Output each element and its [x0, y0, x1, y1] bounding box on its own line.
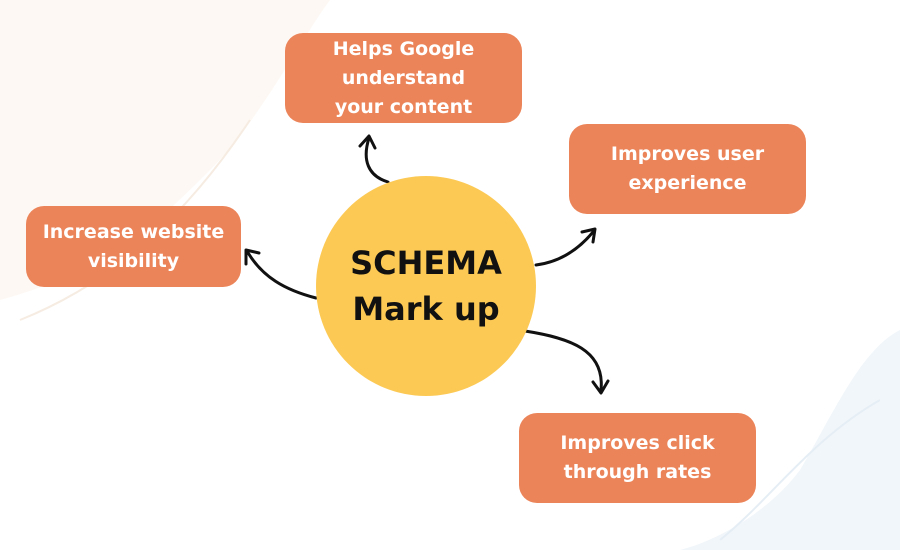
benefit-label: Helps Google understand your content — [332, 37, 475, 118]
benefit-box-website-visibility: Increase website visibility — [26, 206, 241, 287]
arrow-to-ux-head — [580, 227, 597, 244]
background-curve-right — [719, 399, 881, 541]
benefit-label: Improves click through rates — [560, 432, 715, 483]
benefit-box-google-understanding: Helps Google understand your content — [285, 33, 522, 123]
arrow-to-ctr — [523, 329, 603, 392]
benefit-box-click-through-rates: Improves click through rates — [519, 413, 756, 503]
arrow-to-visibility-head — [244, 248, 261, 266]
benefit-box-user-experience: Improves user experience — [569, 124, 806, 214]
arrow-to-visibility — [245, 249, 318, 300]
central-topic-circle: SCHEMA Mark up — [316, 176, 536, 396]
benefit-label: Increase website visibility — [42, 220, 225, 272]
arrow-to-google-head — [358, 134, 377, 150]
arrow-to-google — [364, 136, 390, 184]
arrow-to-ctr-head — [591, 379, 610, 395]
central-topic-label: SCHEMA Mark up — [350, 244, 502, 328]
benefit-label: Improves user experience — [610, 143, 765, 194]
background-blob-right — [680, 330, 900, 550]
arrow-to-ux — [534, 230, 595, 267]
